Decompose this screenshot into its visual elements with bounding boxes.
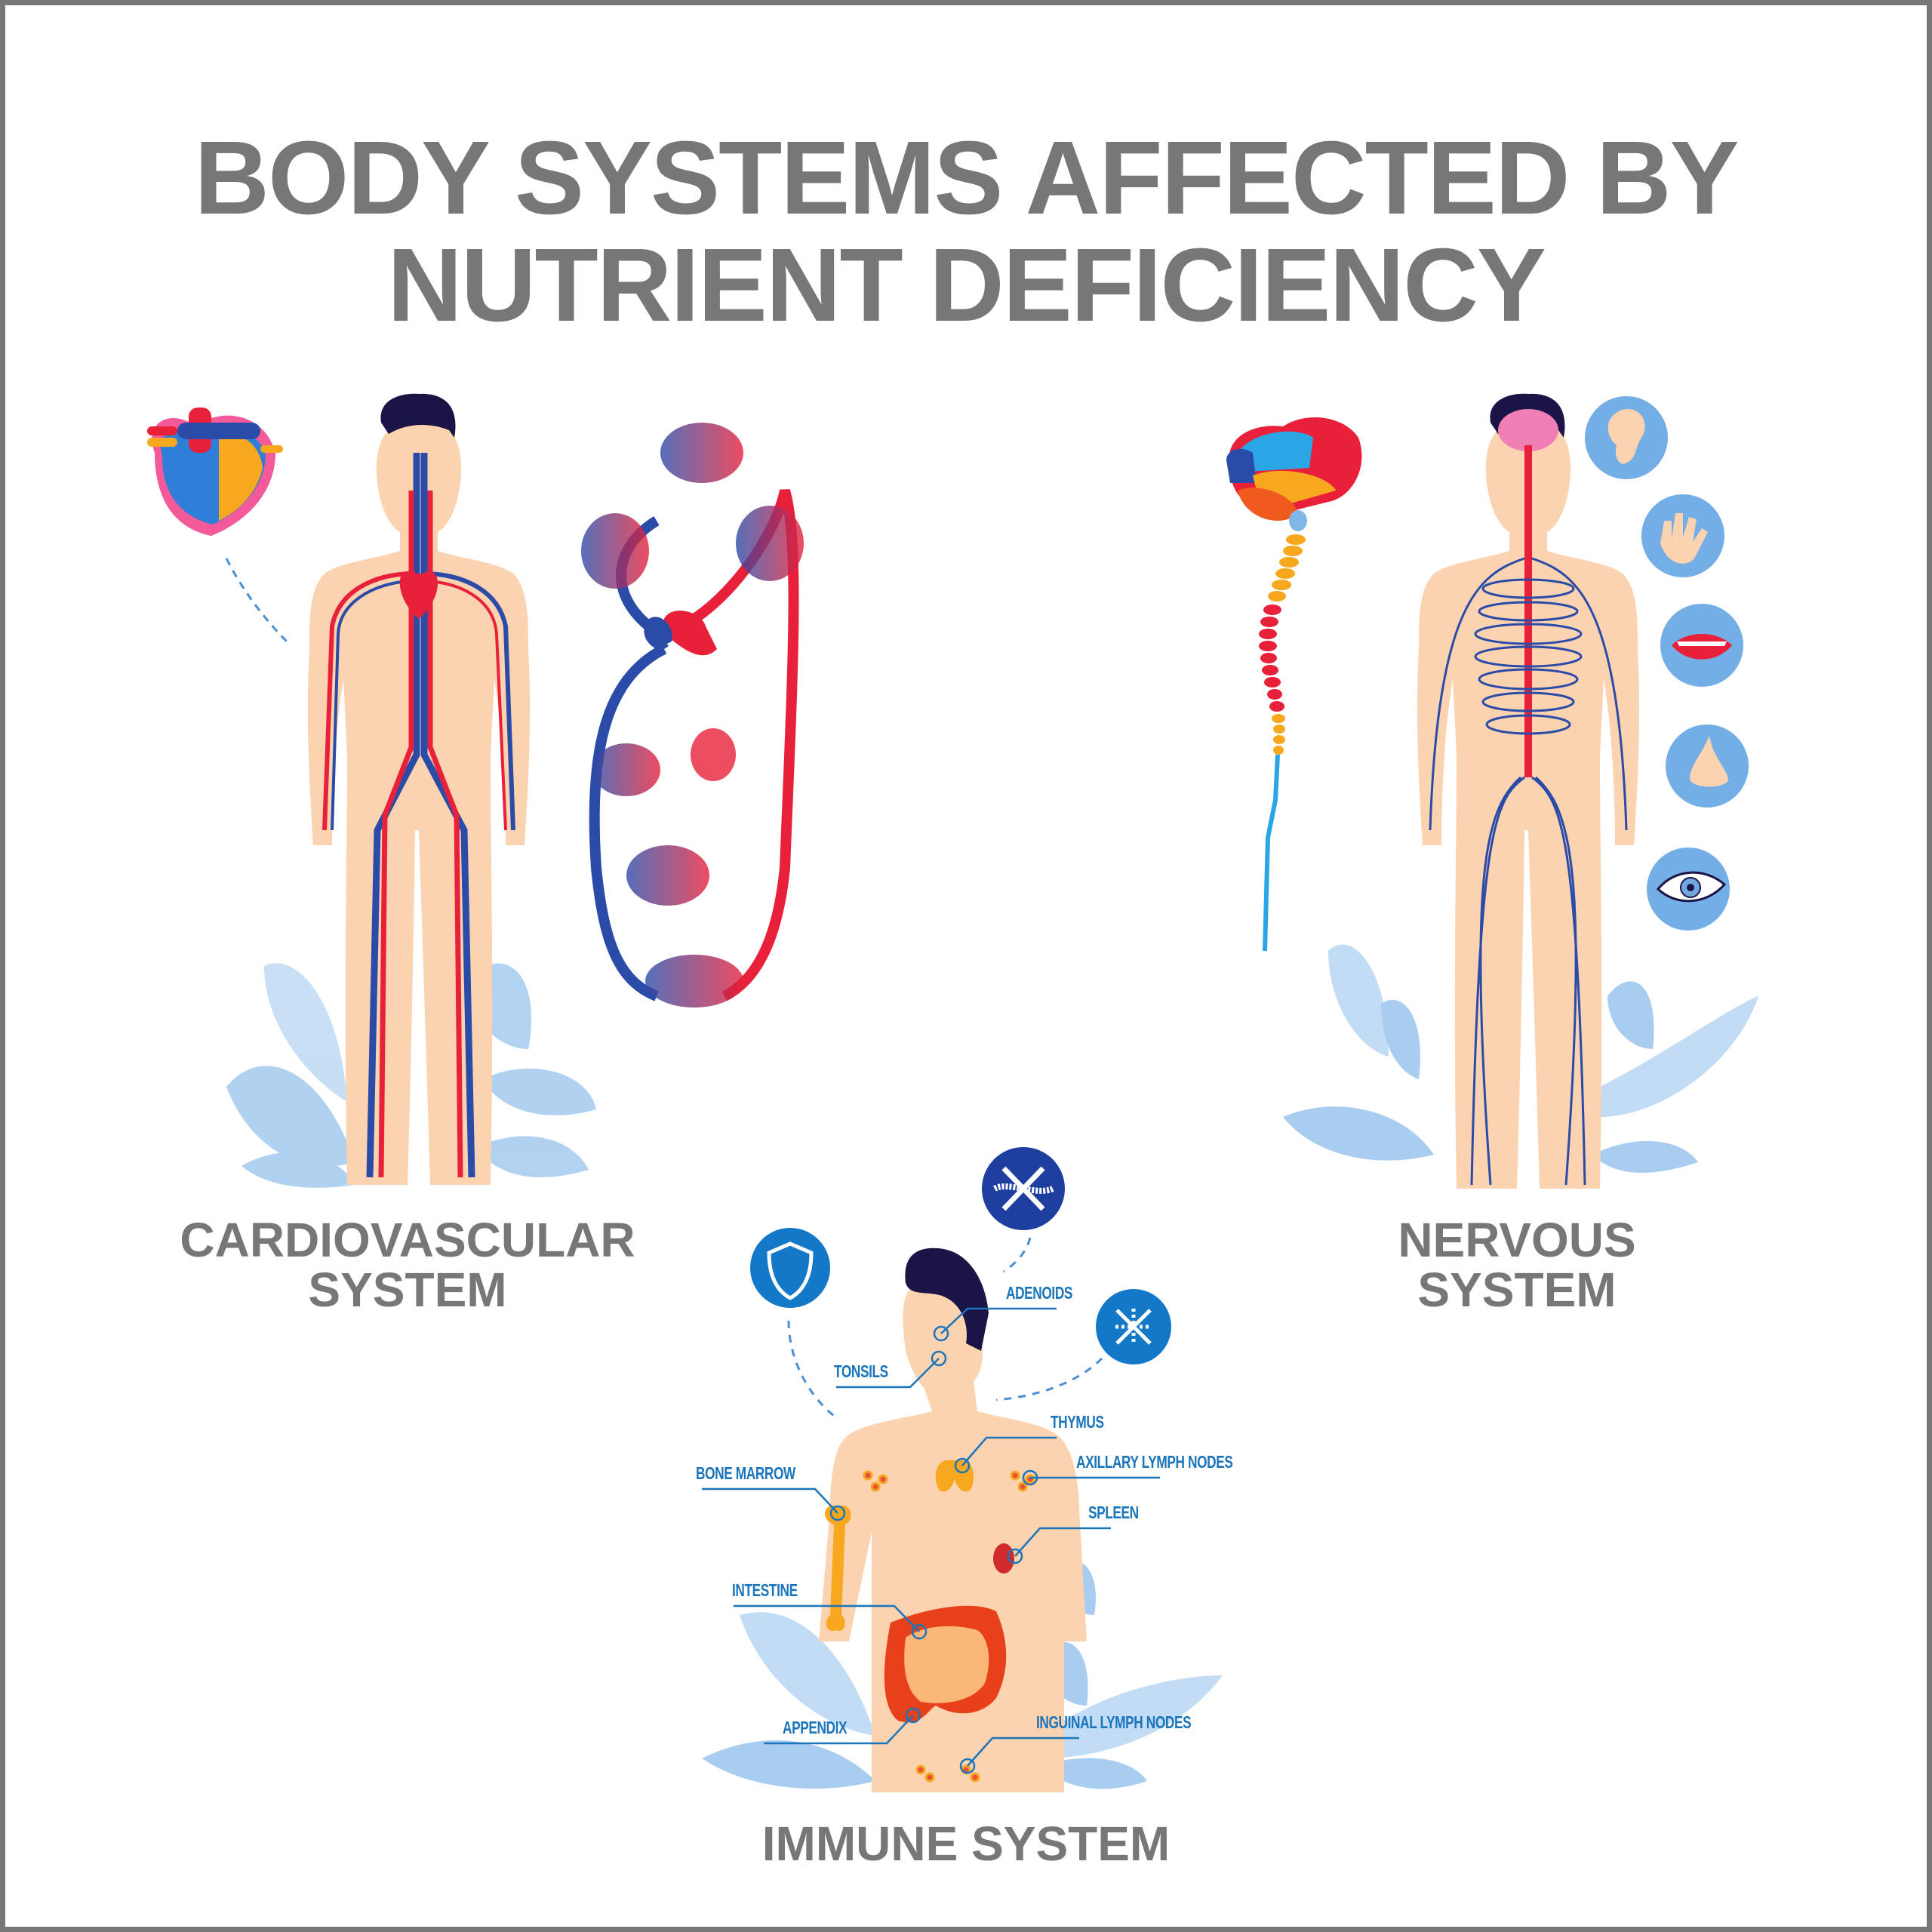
nervous-label: NERVOUS SYSTEM xyxy=(1343,1215,1690,1315)
cardio-body xyxy=(307,393,531,1185)
label-bone-marrow: BONE MARROW xyxy=(696,1463,795,1483)
ear-icon xyxy=(1585,396,1668,479)
cardiovascular-label-line-1: CARDIOVASCULAR xyxy=(180,1213,635,1267)
brain-spinal-cord-icon xyxy=(1226,417,1362,952)
label-adenoids: ADENOIDS xyxy=(1006,1283,1073,1303)
shield-icon xyxy=(750,1228,830,1308)
nervous-label-line-1: NERVOUS xyxy=(1398,1213,1636,1267)
mouth-icon xyxy=(1660,604,1743,687)
organ-callout-lines xyxy=(702,1307,1160,1774)
label-spleen: SPLEEN xyxy=(1088,1503,1139,1522)
nose-icon xyxy=(1666,724,1749,808)
immune-label: IMMUNE SYSTEM xyxy=(761,1817,1171,1871)
title-line-2: NUTRIENT DEFICIENCY xyxy=(387,227,1546,343)
page-title: BODY SYSTEMS AFFECTED BY NUTRIENT DEFICI… xyxy=(0,125,1932,339)
cardiovascular-label: CARDIOVASCULAR SYSTEM xyxy=(136,1215,679,1315)
hand-icon xyxy=(1641,494,1724,577)
label-inguinal-lymph-nodes: INGUINAL LYMPH NODES xyxy=(1036,1712,1192,1732)
label-axillary-lymph-nodes: AXILLARY LYMPH NODES xyxy=(1076,1452,1233,1472)
label-intestine: INTESTINE xyxy=(732,1580,798,1600)
leaf-decoration-right xyxy=(1283,944,1758,1173)
leaf-decoration-left xyxy=(226,963,596,1188)
label-tonsils: TONSILS xyxy=(834,1361,888,1381)
eye-icon xyxy=(1647,848,1730,931)
nervous-label-line-2: SYSTEM xyxy=(1417,1263,1617,1317)
cardiovascular-label-line-2: SYSTEM xyxy=(308,1263,507,1317)
label-appendix: APPENDIX xyxy=(783,1718,848,1737)
connector-dashed-line xyxy=(787,1237,1103,1420)
label-thymus: THYMUS xyxy=(1051,1412,1104,1432)
virus-crossed-icon xyxy=(1096,1289,1171,1364)
nervous-body xyxy=(1417,393,1640,1189)
bacteria-crossed-icon xyxy=(982,1147,1065,1230)
title-line-1: BODY SYSTEMS AFFECTED BY xyxy=(194,120,1739,236)
